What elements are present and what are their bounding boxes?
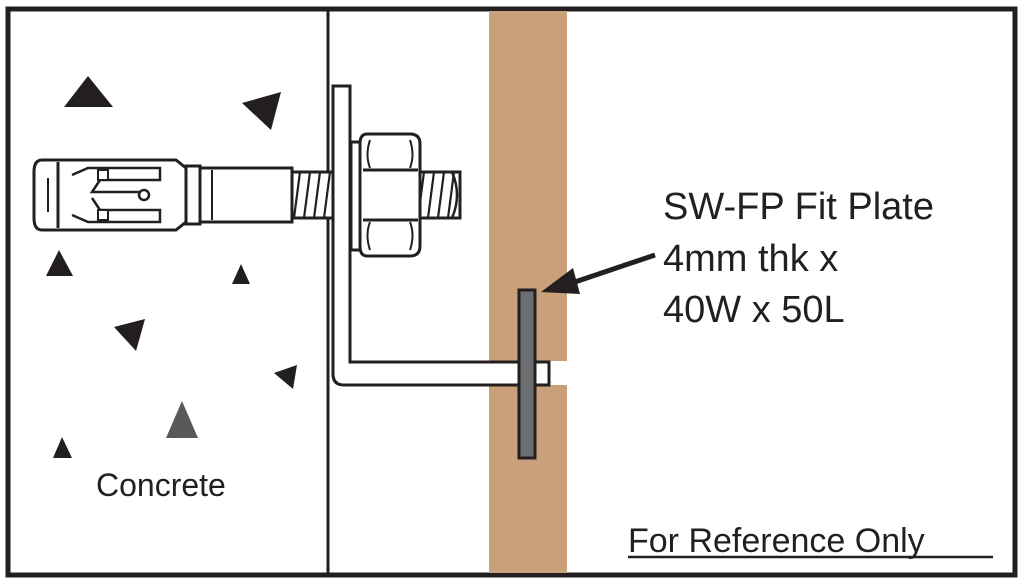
callout-arrow-icon [541,252,656,294]
aggregate-triangle [274,365,297,389]
callout-line-2: 4mm thk x [663,238,838,280]
aggregate-triangle [64,76,113,107]
aggregate-triangle [242,92,281,130]
callout-line-3: 40W x 50L [663,289,845,331]
expansion-anchor-bolt-icon [32,158,462,232]
aggregate-triangle [53,437,72,458]
concrete-aggregate [46,76,297,458]
fit-plate [517,288,537,460]
aggregate-triangle [114,319,145,351]
angle-bracket-icon [331,84,551,387]
callout-line-1: SW-FP Fit Plate [663,186,934,228]
aggregate-triangle [46,250,73,276]
aggregate-triangle [232,264,250,284]
concrete-label: Concrete [96,467,226,503]
aggregate-triangle [166,401,198,438]
hex-nut-icon [358,132,422,258]
reference-disclaimer: For Reference Only [628,522,925,560]
timber-gap [549,361,569,385]
